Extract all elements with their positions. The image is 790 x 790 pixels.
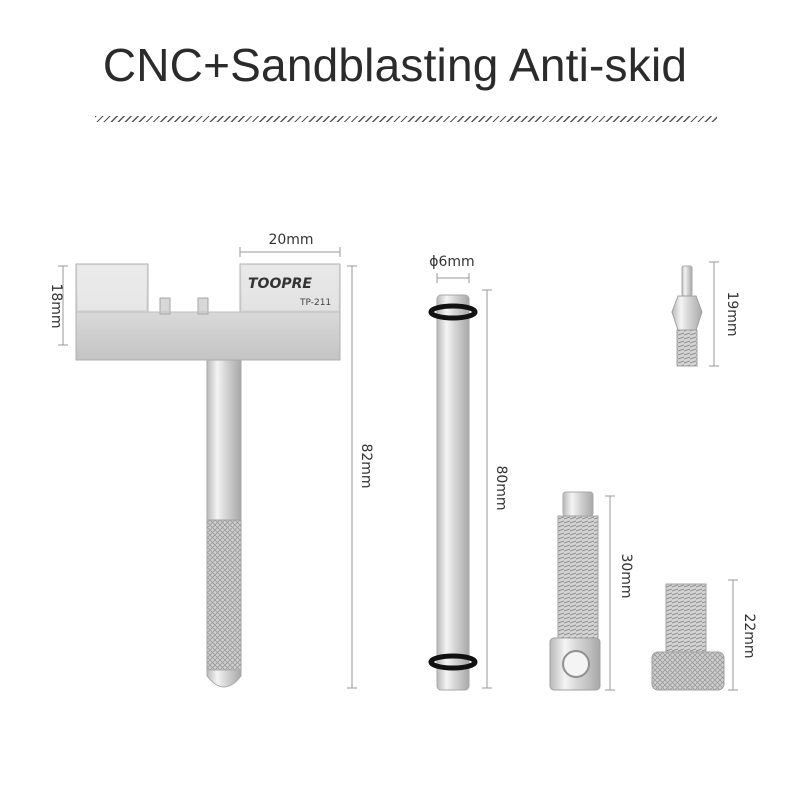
dim-knob-screw: 22mm [728,579,757,691]
dim-pin-diameter-label: ϕ6mm [429,254,474,270]
dim-breaker-length: 82mm [347,265,374,689]
dim-breaker-height: 18mm [48,265,68,346]
dim-driver-screw-label: 30mm [618,553,634,598]
brand-label: TOOPRE [248,276,312,292]
knob-screw [651,583,725,691]
small-replacement-pin [671,265,703,367]
page-title: CNC+Sandblasting Anti-skid [102,39,688,91]
dim-breaker-height-label: 18mm [48,283,64,328]
dim-pin-length-label: 80mm [493,465,509,510]
dim-breaker-width-label: 20mm [268,232,313,248]
dim-driver-screw: 30mm [605,495,634,691]
long-pin [428,294,478,691]
dim-pin-length: 80mm [482,289,509,689]
title-divider [95,116,717,122]
dim-breaker-length-label: 82mm [358,443,374,488]
dim-pin-diameter: ϕ6mm [429,254,475,283]
chain-breaker-tool: TOOPRE TP-211 [75,263,341,688]
dim-small-pin-label: 19mm [724,291,740,336]
model-label: TP-211 [299,298,331,308]
dim-breaker-width: 20mm [239,232,341,257]
dim-knob-screw-label: 22mm [741,613,757,658]
driver-screw [549,491,601,691]
dim-small-pin: 19mm [709,261,740,367]
